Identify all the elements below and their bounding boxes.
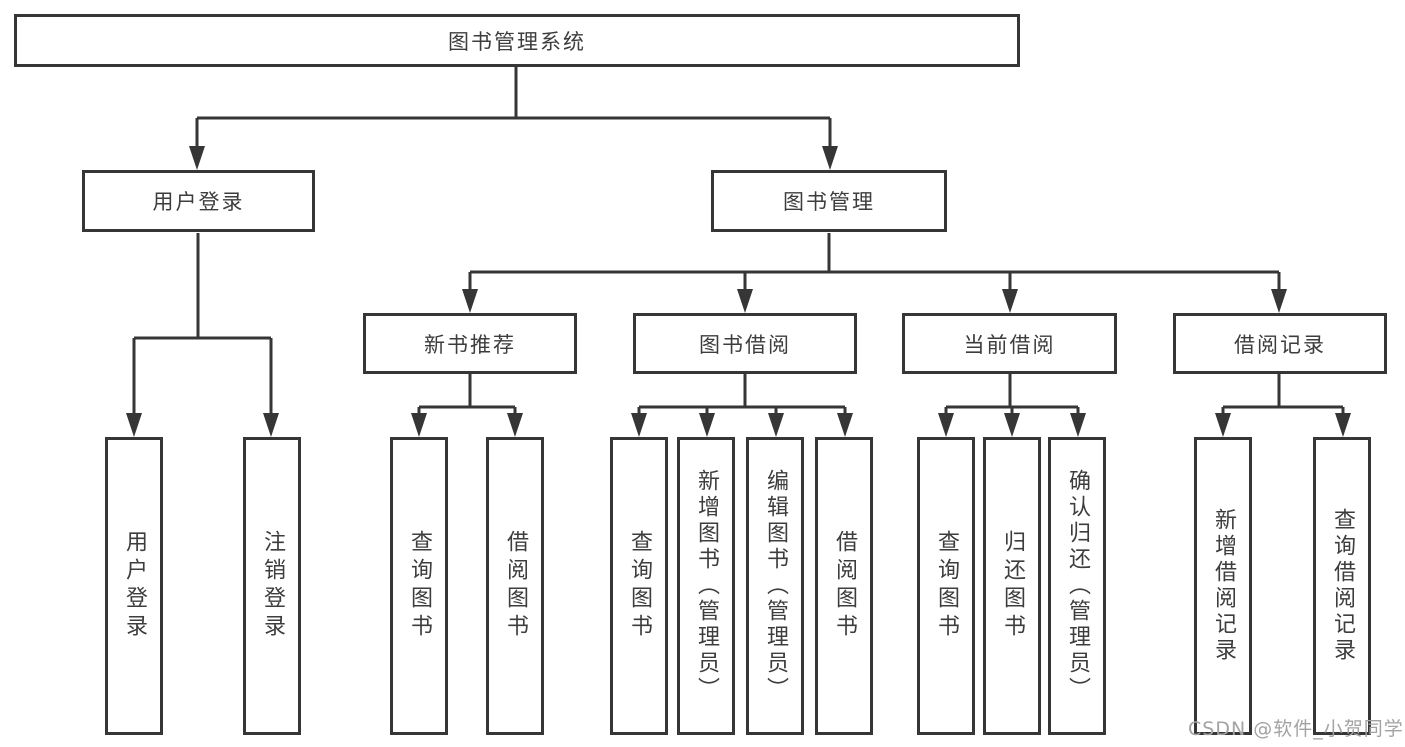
leaf-query-books-recommend: 查询图书	[390, 437, 448, 735]
node-label: 借阅记录	[1234, 332, 1326, 357]
leaf-edit-books-admin: 编辑图书（管理员）	[746, 437, 804, 735]
node-label: 新书推荐	[424, 332, 516, 357]
node-system-root: 图书管理系统	[14, 14, 1020, 67]
leaf-label: 新增图书（管理员）	[694, 469, 719, 703]
leaf-label: 新增借阅记录	[1211, 508, 1236, 664]
node-label: 当前借阅	[963, 332, 1056, 357]
leaf-label: 用户登录	[122, 530, 147, 642]
leaf-label: 查询图书	[627, 530, 652, 642]
leaf-query-books-current: 查询图书	[917, 437, 975, 735]
leaf-confirm-return-admin: 确认归还（管理员）	[1048, 437, 1106, 735]
leaf-query-books-borrow: 查询图书	[610, 437, 668, 735]
csdn-watermark: CSDN @软件_小贺同学	[1188, 718, 1404, 740]
leaf-label: 查询借阅记录	[1330, 508, 1355, 664]
leaf-label: 编辑图书（管理员）	[763, 469, 788, 703]
node-label: 图书管理	[783, 190, 875, 214]
leaf-label: 查询图书	[934, 530, 959, 642]
leaf-user-login: 用户登录	[105, 437, 163, 735]
node-label: 图书借阅	[699, 332, 791, 357]
leaf-label: 确认归还（管理员）	[1065, 469, 1090, 703]
node-current-borrowing: 当前借阅	[902, 313, 1117, 374]
node-label: 用户登录	[152, 190, 245, 214]
node-new-book-recommend: 新书推荐	[363, 313, 577, 374]
leaf-query-borrow-record: 查询借阅记录	[1313, 437, 1371, 735]
leaf-label: 查询图书	[407, 530, 432, 642]
leaf-borrow-books-recommend: 借阅图书	[486, 437, 544, 735]
leaf-label: 注销登录	[260, 530, 285, 642]
leaf-label: 借阅图书	[832, 530, 857, 642]
node-borrow-records: 借阅记录	[1173, 313, 1387, 374]
leaf-add-books-admin: 新增图书（管理员）	[677, 437, 735, 735]
leaf-return-books: 归还图书	[983, 437, 1041, 735]
node-book-management: 图书管理	[711, 170, 947, 232]
leaf-label: 归还图书	[1000, 530, 1025, 642]
node-book-borrowing: 图书借阅	[633, 313, 857, 374]
node-label: 图书管理系统	[448, 29, 586, 54]
leaf-borrow-books: 借阅图书	[815, 437, 873, 735]
node-user-login: 用户登录	[82, 170, 315, 232]
leaf-label: 借阅图书	[503, 530, 528, 642]
leaf-add-borrow-record: 新增借阅记录	[1194, 437, 1252, 735]
leaf-logout: 注销登录	[243, 437, 301, 735]
